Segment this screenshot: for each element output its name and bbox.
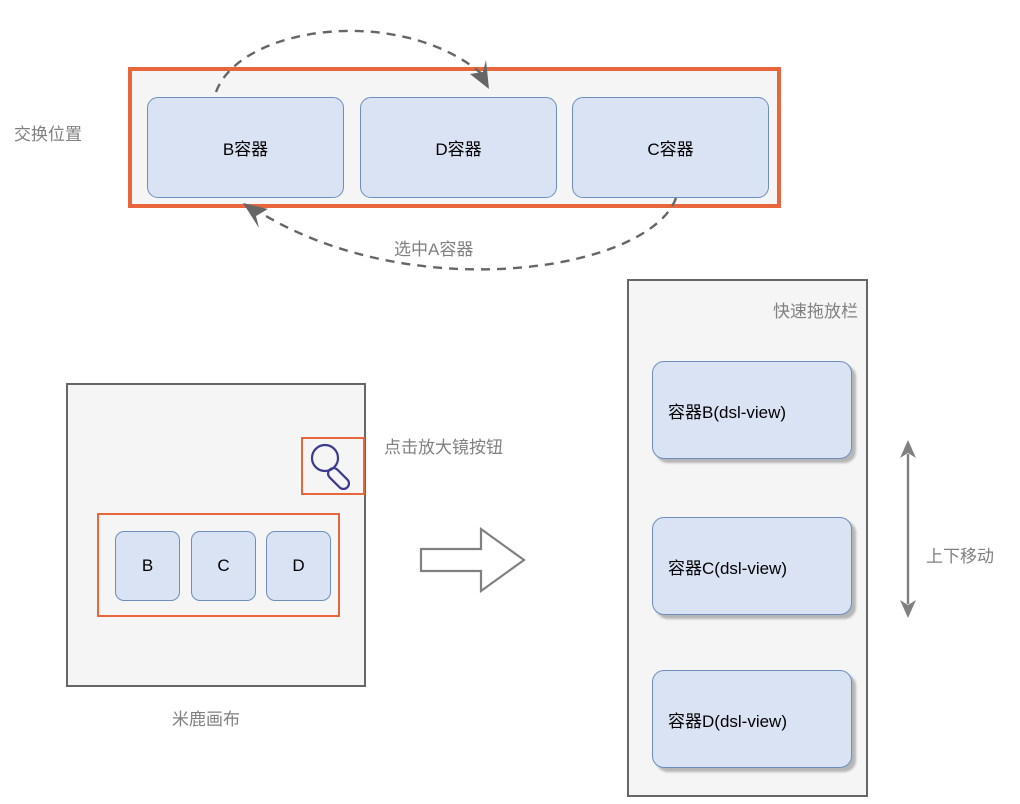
canvas-item-d[interactable]: D bbox=[266, 531, 331, 601]
swap-position-label: 交换位置 bbox=[14, 125, 82, 144]
dock-panel-title: 快速拖放栏 bbox=[773, 302, 858, 321]
quick-dock-panel: 快速拖放栏 容器B(dsl-view) 容器C(dsl-view) 容器D(ds… bbox=[627, 279, 868, 797]
container-box-b[interactable]: B容器 bbox=[147, 97, 344, 198]
container-box-b-label: B容器 bbox=[222, 140, 269, 159]
move-up-down-label: 上下移动 bbox=[926, 547, 994, 566]
canvas-item-b-label: B bbox=[141, 556, 154, 575]
dock-item-container-d[interactable]: 容器D(dsl-view) bbox=[652, 670, 852, 768]
move-up-down-arrow bbox=[893, 438, 923, 625]
dock-item-container-b[interactable]: 容器B(dsl-view) bbox=[652, 361, 852, 459]
canvas-selection-frame[interactable]: B C D bbox=[97, 513, 340, 617]
canvas-item-c[interactable]: C bbox=[191, 531, 256, 601]
container-box-d-label: D容器 bbox=[435, 140, 482, 159]
container-box-c[interactable]: C容器 bbox=[572, 97, 769, 198]
canvas-item-d-label: D bbox=[292, 556, 305, 575]
container-box-d[interactable]: D容器 bbox=[360, 97, 557, 198]
dock-item-container-c[interactable]: 容器C(dsl-view) bbox=[652, 517, 852, 615]
dock-item-container-d-label: 容器D(dsl-view) bbox=[668, 711, 787, 731]
up-down-arrow-icon bbox=[900, 440, 916, 618]
container-box-c-label: C容器 bbox=[647, 140, 694, 159]
canvas-item-c-label: C bbox=[217, 556, 230, 575]
right-arrow-icon bbox=[419, 526, 526, 594]
magnifier-icon bbox=[310, 443, 351, 491]
milu-canvas-panel: B C D bbox=[66, 383, 366, 687]
canvas-caption: 米鹿画布 bbox=[172, 710, 240, 729]
select-a-container-caption: 选中A容器 bbox=[394, 240, 474, 259]
swap-container-group: B容器 D容器 C容器 bbox=[128, 67, 781, 208]
canvas-item-b[interactable]: B bbox=[115, 531, 180, 601]
transition-arrow bbox=[418, 525, 528, 600]
dock-item-container-b-label: 容器B(dsl-view) bbox=[668, 402, 787, 422]
magnifier-button[interactable] bbox=[301, 437, 365, 495]
click-magnifier-label: 点击放大镜按钮 bbox=[384, 438, 503, 457]
dock-item-container-c-label: 容器C(dsl-view) bbox=[668, 558, 787, 578]
